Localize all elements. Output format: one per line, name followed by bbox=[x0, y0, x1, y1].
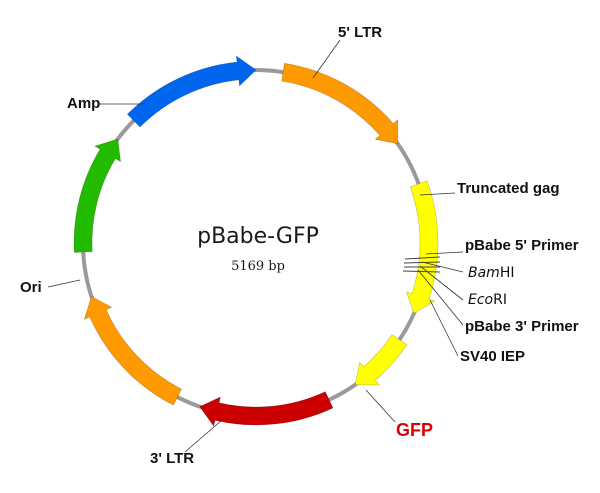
leader-lines bbox=[47, 39, 464, 453]
label-pbabe-3-primer: pBabe 3' Primer bbox=[465, 318, 579, 335]
site-ticks bbox=[402, 256, 441, 273]
label-3-ltr: 3' LTR bbox=[150, 450, 194, 467]
feature-arrow-ori bbox=[73, 138, 121, 253]
label-bamhi: BamHI bbox=[468, 265, 514, 281]
label-gfp: GFP bbox=[396, 420, 433, 440]
plasmid-size: 5169 bp bbox=[231, 259, 285, 274]
feature-arrow-gfp bbox=[199, 391, 334, 427]
label-5-ltr: 5' LTR bbox=[338, 24, 382, 41]
feature-arrow-ltr3 bbox=[83, 296, 182, 406]
label-truncated-gag: Truncated gag bbox=[457, 180, 560, 197]
plasmid-name: pBabe-GFP bbox=[197, 224, 319, 249]
feature-arrow-gag bbox=[405, 180, 439, 314]
label-amp: Amp bbox=[67, 95, 100, 112]
feature-arrow-ltr5 bbox=[281, 62, 399, 145]
label-ecori: EcoRI bbox=[468, 292, 507, 308]
feature-arrow-sv40 bbox=[354, 334, 408, 386]
label-pbabe-5-primer: pBabe 5' Primer bbox=[465, 237, 579, 254]
feature-arrow-amp bbox=[126, 55, 257, 128]
label-sv40-iep: SV40 IEP bbox=[460, 348, 525, 365]
label-ori: Ori bbox=[20, 279, 42, 296]
feature-arcs bbox=[73, 55, 439, 427]
